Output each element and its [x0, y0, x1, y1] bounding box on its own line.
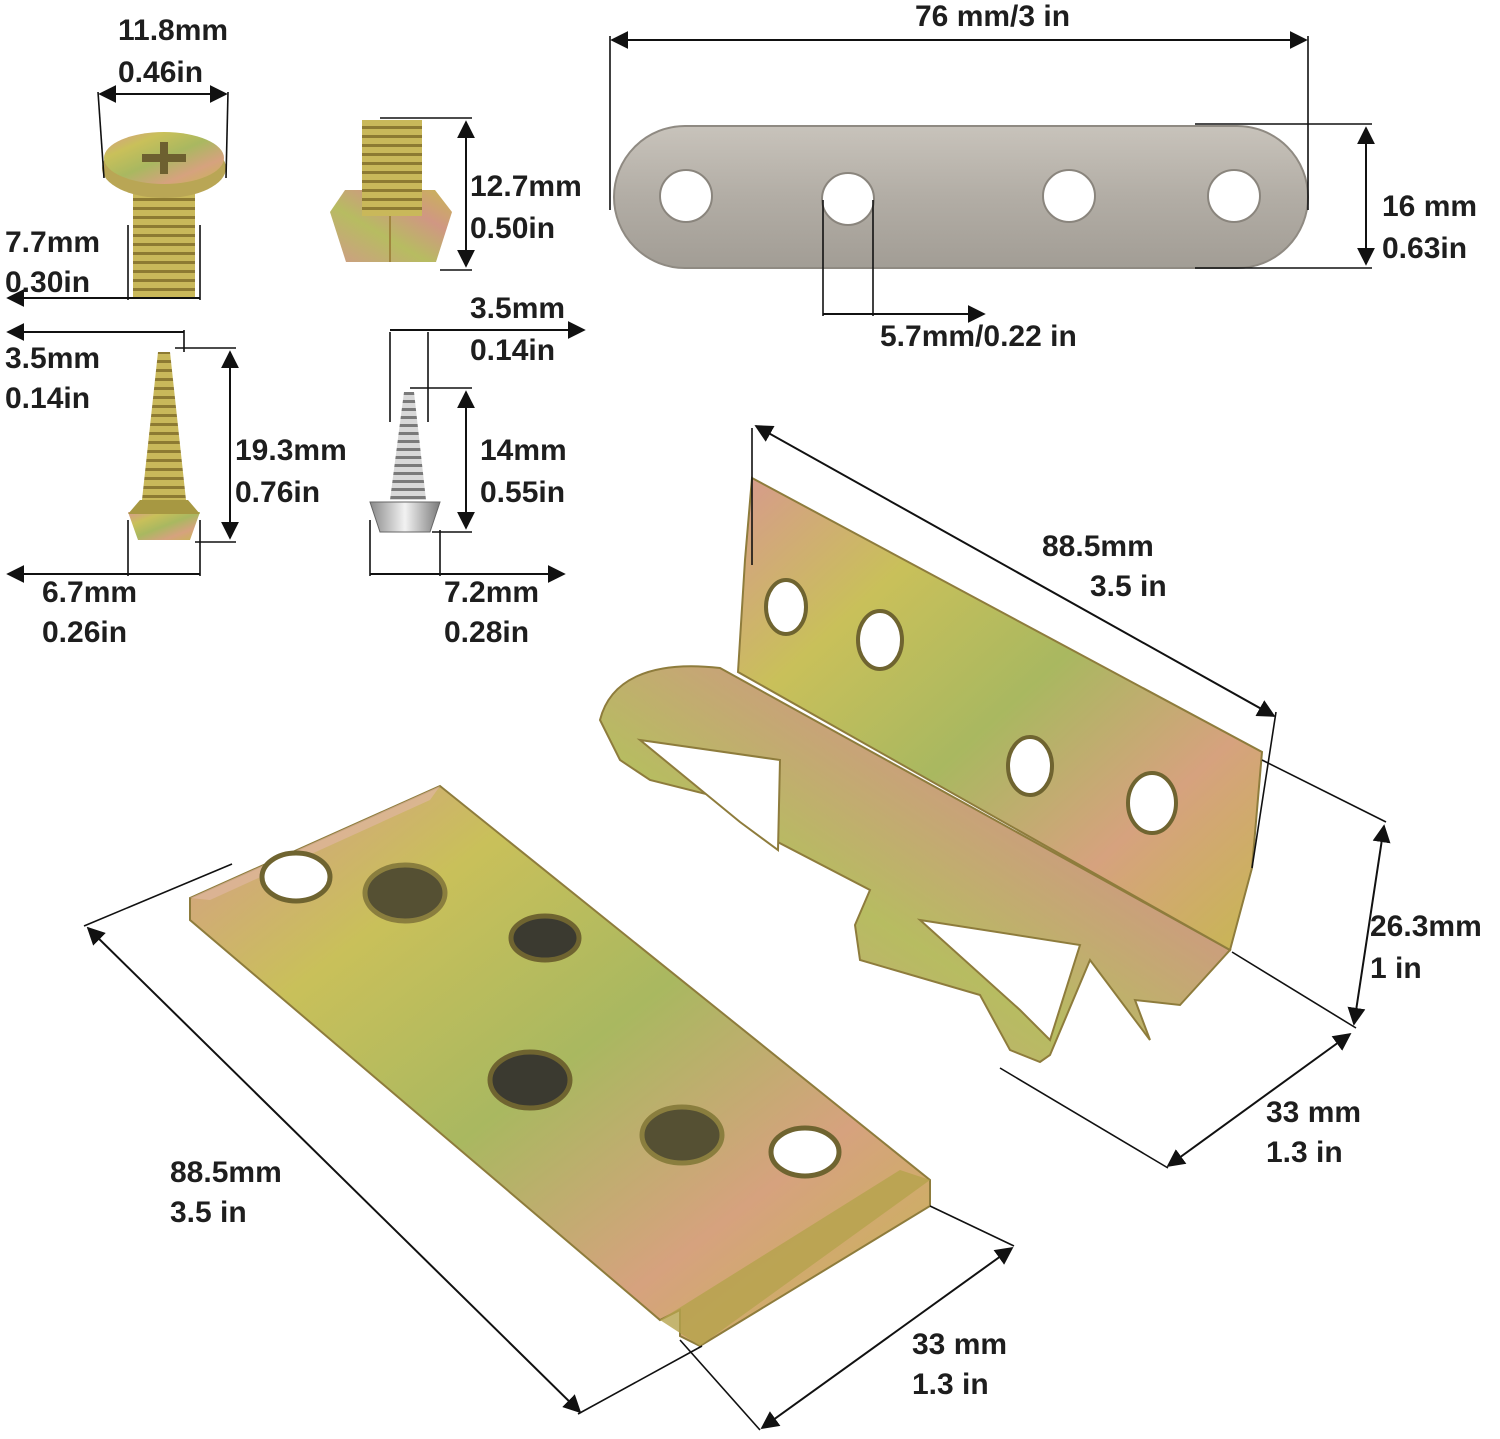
- plate-hole-label: 5.7mm/0.22 in: [880, 320, 1077, 353]
- hook-bracket-height-in: 1 in: [1370, 952, 1422, 985]
- hook-slot-1: [636, 738, 782, 852]
- self-tapping-head-mm: 7.2mm: [444, 576, 539, 609]
- hook-bracket-length-line: [754, 425, 1276, 717]
- hook-bracket-height-line: [1347, 824, 1391, 1026]
- hook-bracket: [598, 476, 1264, 1064]
- plate-body: [613, 125, 1309, 269]
- bolt-head-width-mm: 11.8mm: [118, 14, 228, 47]
- steel-connecting-plate: [613, 125, 1309, 269]
- plate-width-in: 0.63in: [1382, 232, 1467, 265]
- receiver-plate-width-mm: 33 mm: [912, 1328, 1007, 1361]
- self-tapping-diameter-mm: 3.5mm: [470, 292, 565, 325]
- hex-bolt-length-mm: 12.7mm: [470, 170, 582, 203]
- receiver-plate-threaded-hole-1: [362, 862, 448, 924]
- hook-bracket-hole-1: [764, 578, 808, 636]
- self-tapping-length-in: 0.55in: [480, 476, 565, 509]
- plate-hole-4: [1207, 169, 1261, 223]
- wood-screw-head-in: 0.26in: [42, 616, 127, 649]
- wood-screw-diameter-mm: 3.5mm: [5, 342, 100, 375]
- receiver-plate-hole-3: [487, 1049, 573, 1111]
- self-tapping-head-in: 0.28in: [444, 616, 529, 649]
- plate-length-label: 76 mm/3 in: [915, 0, 1070, 33]
- hook-slot-2: [916, 918, 1082, 1042]
- hook-bracket-hole-4: [1126, 771, 1178, 835]
- receiver-plate-width-in: 1.3 in: [912, 1368, 989, 1401]
- plate-hole-2: [821, 172, 875, 226]
- self-tapping-screw-head: [369, 501, 441, 533]
- plate-hole-1: [659, 169, 713, 223]
- plate-width-mm: 16 mm: [1382, 190, 1477, 223]
- self-tapping-length-mm: 14mm: [480, 434, 567, 467]
- wood-screw-head-mm: 6.7mm: [42, 576, 137, 609]
- hook-bracket-hole-3: [1006, 735, 1054, 797]
- self-tapping-screw-thread: [390, 392, 426, 500]
- wood-screw-head: [128, 512, 200, 540]
- hook-bracket-height-mm: 26.3mm: [1370, 910, 1482, 943]
- receiver-plate-hole-4: [768, 1125, 842, 1179]
- hex-flange-bolt: [330, 120, 452, 262]
- receiver-plate-length-mm: 88.5mm: [170, 1156, 282, 1189]
- hook-bracket-length-mm: 88.5mm: [1042, 530, 1154, 563]
- hook-bracket-depth-mm: 33 mm: [1266, 1096, 1361, 1129]
- receiver-plate-threaded-hole-2: [639, 1104, 725, 1166]
- wood-screw-diameter-in: 0.14in: [5, 382, 90, 415]
- receiver-plate-hole-2: [508, 913, 582, 963]
- hook-bracket-hole-2: [856, 609, 904, 671]
- bolt-thread-length-mm: 7.7mm: [5, 226, 100, 259]
- receiver-plate: [189, 784, 931, 1348]
- pan-head-bolt: [102, 132, 226, 298]
- wood-screw-length-in: 0.76in: [235, 476, 320, 509]
- hook-bracket-depth-line: [1166, 1032, 1352, 1168]
- bolt-thread: [133, 190, 195, 298]
- wood-screw-length-mm: 19.3mm: [235, 434, 347, 467]
- hex-bolt-length-in: 0.50in: [470, 212, 555, 245]
- receiver-plate-width-line: [760, 1246, 1014, 1430]
- hex-bolt-thread: [362, 120, 422, 216]
- bolt-head-width-in: 0.46in: [118, 56, 203, 89]
- hook-bracket-length-in: 3.5 in: [1090, 570, 1167, 603]
- wood-screw-thread: [142, 352, 186, 500]
- bolt-thread-length-in: 0.30in: [5, 266, 90, 299]
- wood-screw: [128, 352, 200, 540]
- self-tapping-diameter-in: 0.14in: [470, 334, 555, 367]
- receiver-plate-length-in: 3.5 in: [170, 1196, 247, 1229]
- phillips-slot-icon: [142, 142, 186, 174]
- plate-hole-3: [1042, 169, 1096, 223]
- self-tapping-screw: [369, 392, 441, 533]
- receiver-plate-length-line: [86, 926, 582, 1414]
- receiver-plate-hole-1: [259, 850, 333, 904]
- hook-bracket-depth-in: 1.3 in: [1266, 1136, 1343, 1169]
